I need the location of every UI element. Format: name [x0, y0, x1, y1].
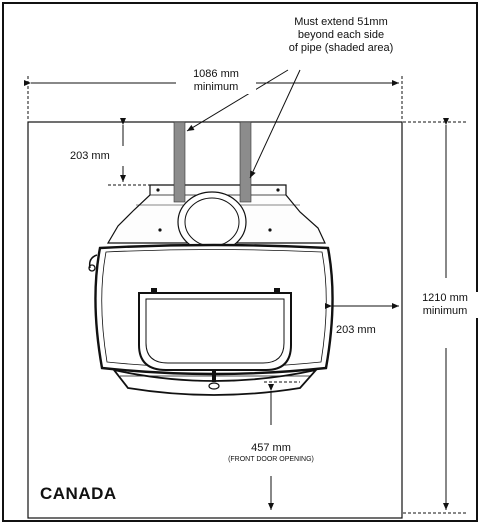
pipe-shaded-area-left [173, 121, 186, 203]
front-clearance-label: 457 mm (FRONT DOOR OPENING) [212, 442, 330, 464]
front-clearance-value: 457 mm [251, 442, 291, 454]
pipe-extension-note: Must extend 51mm beyond each side of pip… [262, 16, 420, 55]
pipe-extension-note-line-3: of pipe (shaded area) [288, 42, 394, 54]
depth-qualifier: minimum [422, 305, 468, 317]
pipe-extension-note-line-2: beyond each side [297, 29, 385, 41]
width-value: 1086 mm [193, 68, 239, 80]
pipe-shaded-area-right [239, 121, 252, 203]
pipe-extension-note-line-1: Must extend 51mm [294, 16, 388, 28]
depth-dimension [403, 118, 468, 514]
depth-value: 1210 mm [422, 292, 468, 304]
width-label: 1086 mm minimum [176, 68, 256, 94]
depth-label: 1210 mm minimum [412, 292, 478, 318]
stove-outline [88, 184, 334, 396]
rear-clearance-label: 203 mm [70, 150, 110, 162]
side-clearance-label: 203 mm [336, 324, 376, 336]
note-leaders [186, 69, 301, 179]
width-qualifier: minimum [193, 81, 239, 93]
region-label: CANADA [40, 484, 117, 503]
front-clearance-note: (FRONT DOOR OPENING) [228, 456, 314, 463]
